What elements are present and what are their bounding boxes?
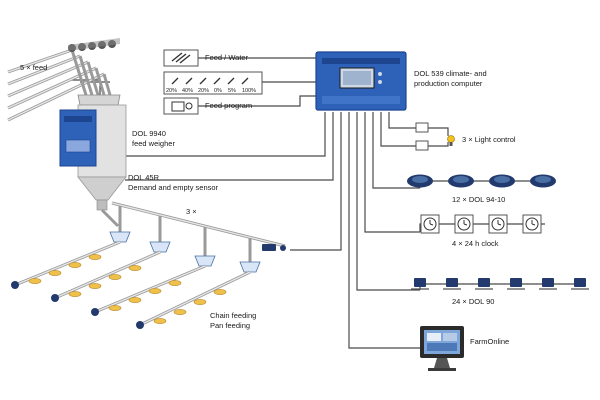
three-x-label: 3 × [186,207,197,216]
weigher-label-1: DOL 9940 [132,129,166,138]
light-bulb-icon [447,135,455,146]
sensor-label-2: Demand and empty sensor [128,183,219,192]
clock-icon [420,214,542,234]
light-control-label: 3 × Light control [462,135,516,144]
dol-90-icon [411,278,589,290]
light-control-group [415,122,455,151]
feed-program-label: Feed program [205,101,252,110]
pct-1-label: 20% [166,88,177,94]
feed-percent-box [163,71,263,95]
farmonline-label: FarmOnline [470,337,509,346]
pct-2-label: 40% [182,88,193,94]
dol-9940-feed-weigher [59,94,127,211]
sensor-label-1: DOL 45R [128,173,160,182]
pan-feeding-label: Pan feeding [210,321,250,330]
dol-94-10-icon [407,174,556,188]
pct-4-label: 0% [214,88,222,94]
feed-water-label: Feed / Water [205,53,249,62]
climate-computer-label-2: production computer [414,79,483,88]
clock-label: 4 × 24 h clock [452,239,499,248]
pct-3-label: 20% [198,88,209,94]
farmonline-computer-icon [420,326,464,371]
dol-539-controller [315,51,407,111]
pct-6-label: 100% [242,88,256,94]
pct-5-label: 5% [228,88,236,94]
feed-pan-icon [28,254,227,324]
feed-water-box [163,49,262,67]
line-hopper-icon [109,231,261,273]
distribution-pipes [100,201,286,262]
climate-computer-label-1: DOL 539 climate- and [414,69,487,78]
feed-program-box [163,97,262,115]
weigher-label-2: feed weigher [132,139,175,148]
feed-count-label: 5 × feed [20,63,47,72]
feed-valve-icon [68,38,120,52]
dol94-label: 12 × DOL 94-10 [452,195,505,204]
labels: 5 × feed Feed / Water 20% 40% 20% 0% 5% … [20,53,516,346]
chain-feeding-label: Chain feeding [210,311,256,320]
feed-inlet-pipes [7,38,120,122]
dol90-label: 24 × DOL 90 [452,297,494,306]
dol-45r-sensor-icon [262,244,286,251]
